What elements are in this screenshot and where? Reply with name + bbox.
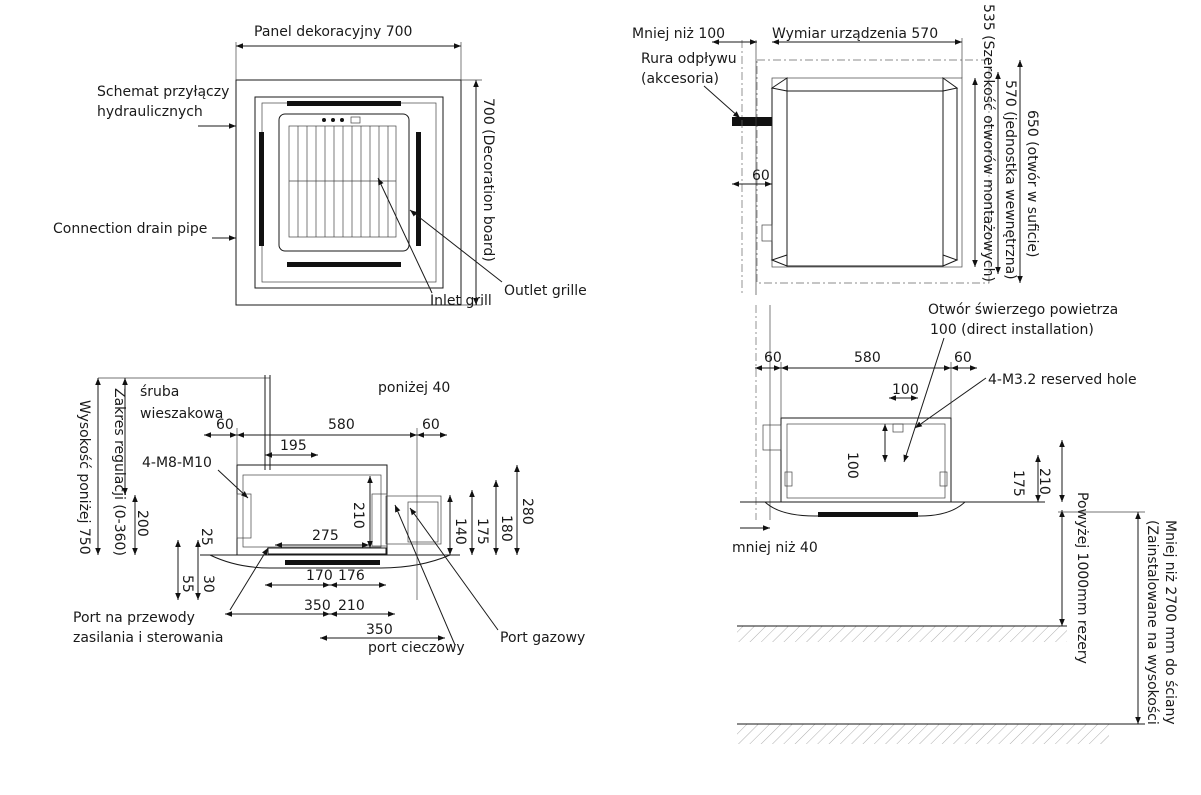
label-d60b: 60 — [422, 417, 440, 433]
label-br-d210: 210 — [1036, 468, 1052, 495]
label-m8: 4-M8-M10 — [142, 455, 212, 471]
label-drain: Connection drain pipe — [53, 221, 207, 237]
label-d210b: 210 — [338, 598, 365, 614]
label-d175: 175 — [474, 518, 490, 545]
label-d350b: 350 — [366, 622, 393, 638]
label-br-d100h: 100 — [892, 382, 919, 398]
label-d140: 140 — [452, 518, 468, 545]
label-fresh-air-1: Otwór świerzego powietrza — [928, 302, 1118, 318]
side-view-right: Otwór świerzego powietrza 100 (direct in… — [732, 302, 1178, 744]
outlet-slots — [259, 101, 421, 267]
label-less2700-2: (Zainstalowane na wysokości — [1144, 520, 1160, 725]
mounting-view: Mniej niż 100 Wymiar urządzenia 570 Rura… — [632, 4, 1040, 295]
label-d30: 30 — [200, 575, 216, 593]
label-d200: 200 — [134, 510, 150, 537]
label-unit570: Wymiar urządzenia 570 — [772, 26, 938, 42]
label-panel-height: 700 (Decoration board) — [480, 98, 496, 262]
label-hydraulic-2: hydraulicznych — [97, 104, 203, 120]
label-reserved: 4-M3.2 reserved hole — [988, 372, 1137, 388]
label-panel-width: Panel dekoracyjny 700 — [254, 24, 412, 40]
label-hydraulic-1: Schemat przyłączy — [97, 84, 229, 100]
label-power-port-2: zasilania i sterowania — [73, 630, 224, 646]
label-br-d60a: 60 — [764, 350, 782, 366]
label-drain-pipe-1: Rura odpływu — [641, 51, 737, 67]
label-bolt-2: wieszakowa — [140, 406, 223, 422]
hatch-lower — [737, 724, 1109, 744]
label-drain-pipe-2: (akcesoria) — [641, 71, 719, 87]
label-d280: 280 — [519, 498, 535, 525]
side-view-left: śruba wieszakowa poniżej 40 Wysokość pon… — [73, 375, 585, 656]
label-d170: 170 — [306, 568, 333, 584]
label-dim570: 570 (jednostka wewnętrzna) — [1002, 80, 1018, 280]
label-less100: Mniej niż 100 — [632, 26, 725, 42]
label-gas-port: Port gazowy — [500, 630, 585, 646]
label-fresh-air-2: 100 (direct installation) — [930, 322, 1094, 338]
label-d210: 210 — [350, 502, 366, 529]
label-bolt-1: śruba — [140, 384, 179, 400]
label-dim535: 535 (Szerokość otworów montażowych) — [980, 4, 996, 282]
label-d275: 275 — [312, 528, 339, 544]
label-dim650: 650 (otwór w suficie) — [1024, 110, 1040, 257]
label-d176: 176 — [338, 568, 365, 584]
label-d180: 180 — [498, 515, 514, 542]
label-d60a: 60 — [216, 417, 234, 433]
label-height750: Wysokość poniżej 750 — [76, 400, 92, 555]
label-br-d60b: 60 — [954, 350, 972, 366]
label-less40: mniej niż 40 — [732, 540, 818, 556]
label-liquid-port: port cieczowy — [368, 640, 465, 656]
label-br-d175: 175 — [1010, 470, 1026, 497]
label-adj-range: Zakres regulacji (0-360) — [111, 388, 127, 556]
label-br-d100v: 100 — [844, 452, 860, 479]
label-below40: poniżej 40 — [378, 380, 450, 396]
plan-view: Panel dekoracyjny 700 700 (Decoration bo… — [53, 24, 587, 309]
label-outlet: Outlet grille — [504, 283, 587, 299]
label-d580: 580 — [328, 417, 355, 433]
label-dim60: 60 — [752, 168, 770, 184]
hatch-upper — [737, 626, 1067, 642]
label-br-d580: 580 — [854, 350, 881, 366]
label-above1000: Powyżej 1000mm rezery — [1074, 492, 1090, 664]
label-less2700-1: Mniej niż 2700 mm do ściany — [1162, 520, 1178, 725]
label-power-port-1: Port na przewody — [73, 610, 195, 626]
label-d55: 55 — [179, 575, 195, 593]
label-inlet: Inlet grill — [430, 293, 492, 309]
label-d350a: 350 — [304, 598, 331, 614]
label-d195: 195 — [280, 438, 307, 454]
label-d25: 25 — [198, 528, 214, 546]
